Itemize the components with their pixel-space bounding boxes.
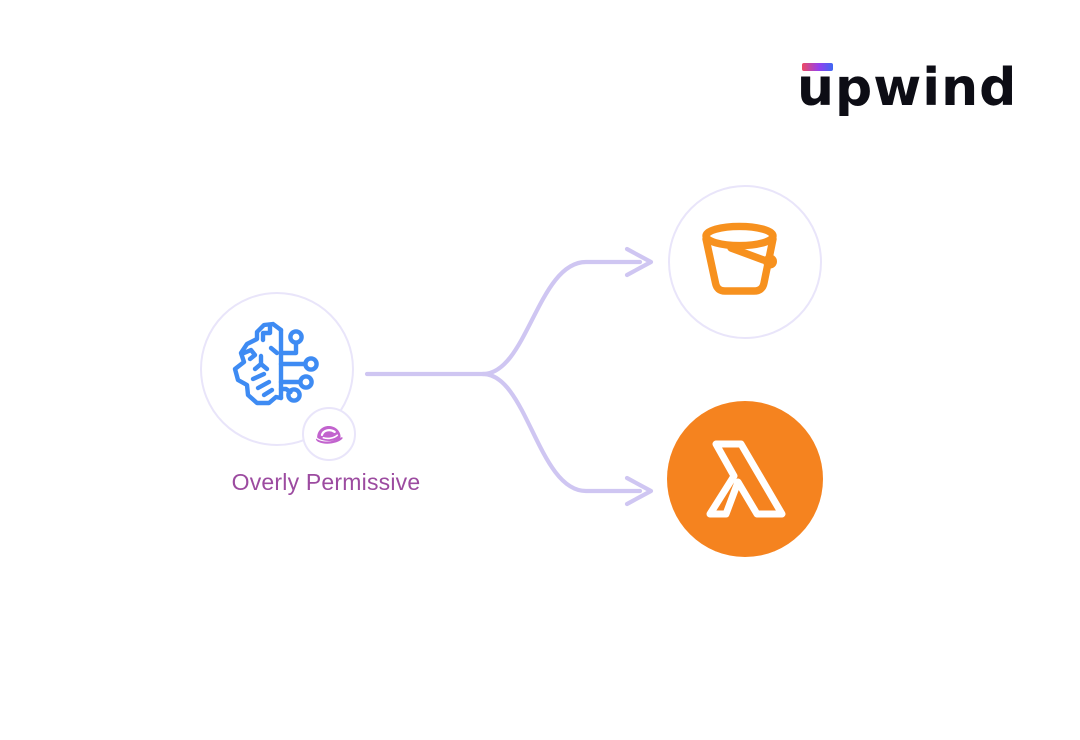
arrowhead-bottom-icon [624,475,654,507]
target-node-s3-bucket[interactable] [668,185,822,339]
connector-branch-top [480,259,643,377]
ai-brain-icon [232,321,319,406]
cap-badge [302,407,356,461]
source-node-overly-permissive[interactable] [200,292,356,461]
upwind-wordmark: upwind [797,58,1018,118]
lambda-icon [706,440,786,518]
cap-icon [315,425,343,444]
s3-bucket-icon [702,222,777,295]
upwind-logo-accent-bar [802,63,833,71]
target-node-lambda[interactable] [667,401,823,557]
arrowhead-top-icon [624,246,654,278]
source-node-label: Overly Permissive [231,469,421,495]
upwind-logo: upwind [797,50,1018,122]
connector-branch-bottom [480,371,643,494]
connector-group [364,246,654,507]
